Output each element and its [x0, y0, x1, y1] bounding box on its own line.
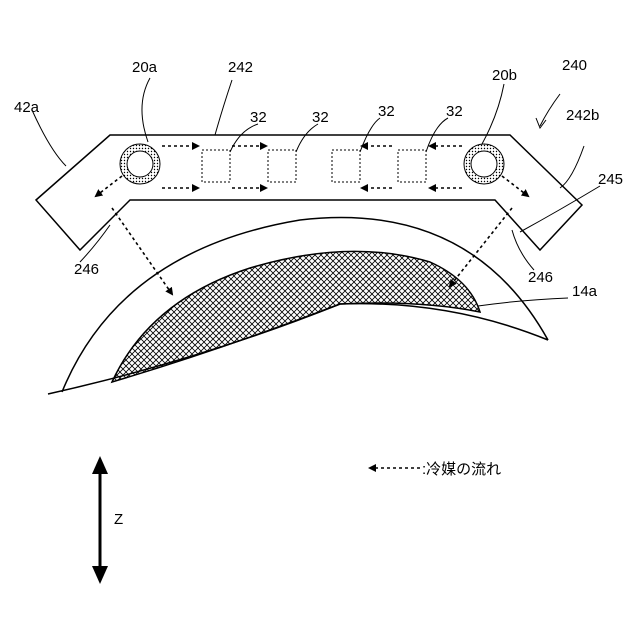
- label-20b: 20b: [492, 67, 517, 84]
- label-32-3: 32: [378, 103, 395, 120]
- label-240: 240: [562, 57, 587, 74]
- label-242b: 242b: [566, 107, 599, 124]
- element-32-2: [268, 150, 296, 182]
- label-20a: 20a: [132, 59, 158, 76]
- label-32-2: 32: [312, 109, 329, 126]
- z-axis: Z: [92, 456, 123, 584]
- label-32-4: 32: [446, 103, 463, 120]
- element-32-4: [398, 150, 426, 182]
- pipe-20b: [464, 144, 504, 184]
- label-14a: 14a: [572, 283, 598, 300]
- label-32-1: 32: [250, 109, 267, 126]
- z-axis-label: Z: [114, 511, 123, 528]
- label-246-right: 246: [528, 269, 553, 286]
- heat-region-14a: [112, 251, 480, 382]
- element-32-1: [202, 150, 230, 182]
- legend-text: :冷媒の流れ: [422, 461, 501, 478]
- label-245: 245: [598, 171, 623, 188]
- label-246-left: 246: [74, 261, 99, 278]
- label-242: 242: [228, 59, 253, 76]
- label-42a: 42a: [14, 99, 40, 116]
- legend: :冷媒の流れ: [370, 461, 501, 478]
- element-32-3: [332, 150, 360, 182]
- pipe-20a: [120, 144, 160, 184]
- arrow-240: [540, 94, 560, 126]
